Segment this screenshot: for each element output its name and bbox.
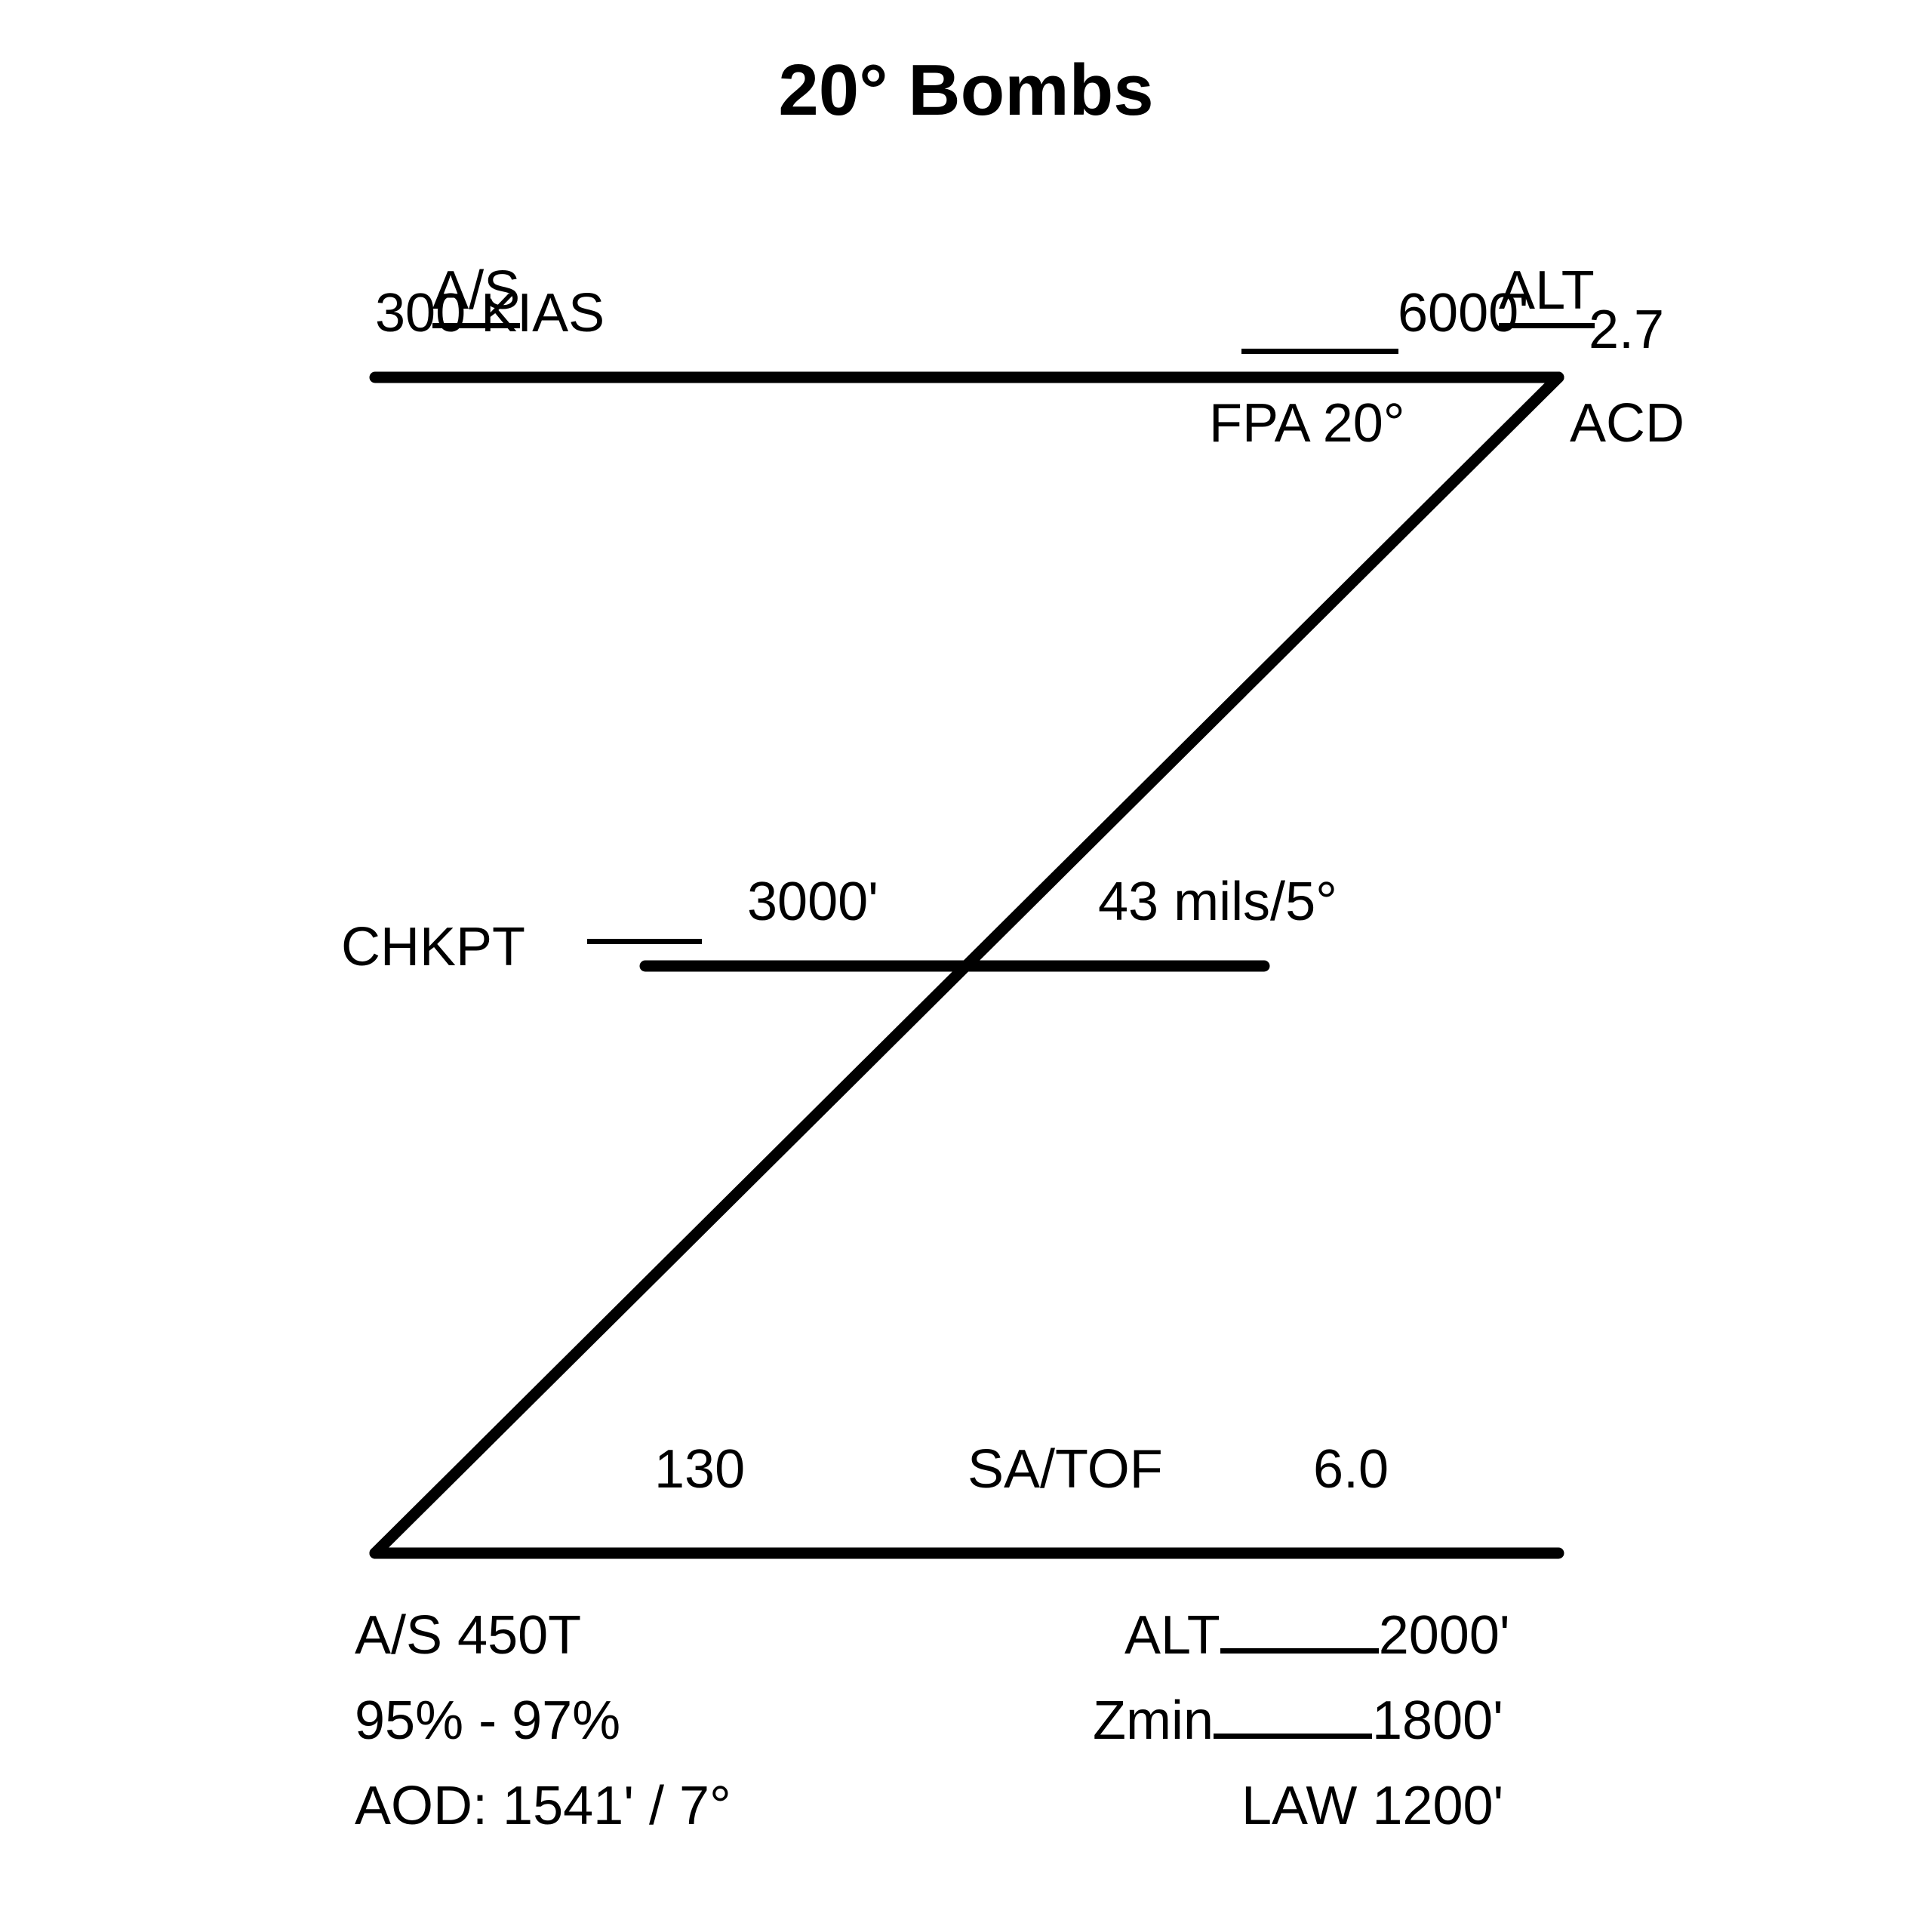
bottom-right-zmin-blank-fill xyxy=(1214,1693,1372,1739)
altitude-label-top-text: ALT xyxy=(1499,260,1595,328)
bottom-left-aod: AOD: 1541' / 7° xyxy=(355,1776,731,1836)
airspeed-label-top-text: A/S xyxy=(432,260,521,328)
fpa-label: FPA 20° xyxy=(1209,393,1405,454)
bottom-right-law-label: LAW xyxy=(1241,1776,1358,1836)
bottom-right-alt-row: ALT 2000' xyxy=(1124,1607,1510,1665)
acd-label: ACD xyxy=(1570,393,1685,454)
checkpoint-label: CHKPT xyxy=(341,917,526,977)
bottom-right-law-spacer xyxy=(1357,1776,1372,1836)
slant-range-value: 130 xyxy=(654,1439,746,1500)
altitude-label-top: ALT xyxy=(1441,205,1595,377)
bottom-right-law-value: 1200' xyxy=(1372,1776,1504,1836)
bottom-left-power: 95% - 97% xyxy=(355,1690,621,1751)
altitude-blank-fill-top xyxy=(1241,349,1398,354)
airspeed-value-top: 300 KIAS xyxy=(375,283,605,343)
sa-tof-label: SA/TOF xyxy=(968,1439,1163,1500)
bottom-right-zmin-label: Zmin xyxy=(1093,1690,1214,1751)
bottom-right-law-row: LAW 1200' xyxy=(1241,1776,1504,1836)
bottom-right-zmin-row: Zmin 1800' xyxy=(1093,1690,1503,1751)
tof-value: 6.0 xyxy=(1313,1439,1389,1500)
bottom-right-zmin-value: 1800' xyxy=(1372,1690,1503,1751)
bottom-right-alt-value: 2000' xyxy=(1378,1605,1510,1666)
checkpoint-blank-fill xyxy=(587,939,702,944)
altitude-value-top: 6000' xyxy=(1398,283,1529,343)
bottom-right-alt-blank-fill xyxy=(1220,1607,1379,1654)
bottom-right-alt-label: ALT xyxy=(1124,1605,1220,1666)
page-title: 20° Bombs xyxy=(778,50,1154,131)
checkpoint-sight-setting: 43 mils/5° xyxy=(1098,872,1337,932)
bottom-left-airspeed: A/S 450T xyxy=(355,1605,582,1666)
airspeed-label-top: A/S xyxy=(375,205,521,377)
checkpoint-altitude: 3000' xyxy=(747,872,878,932)
acd-value: 2.7 xyxy=(1589,300,1665,360)
